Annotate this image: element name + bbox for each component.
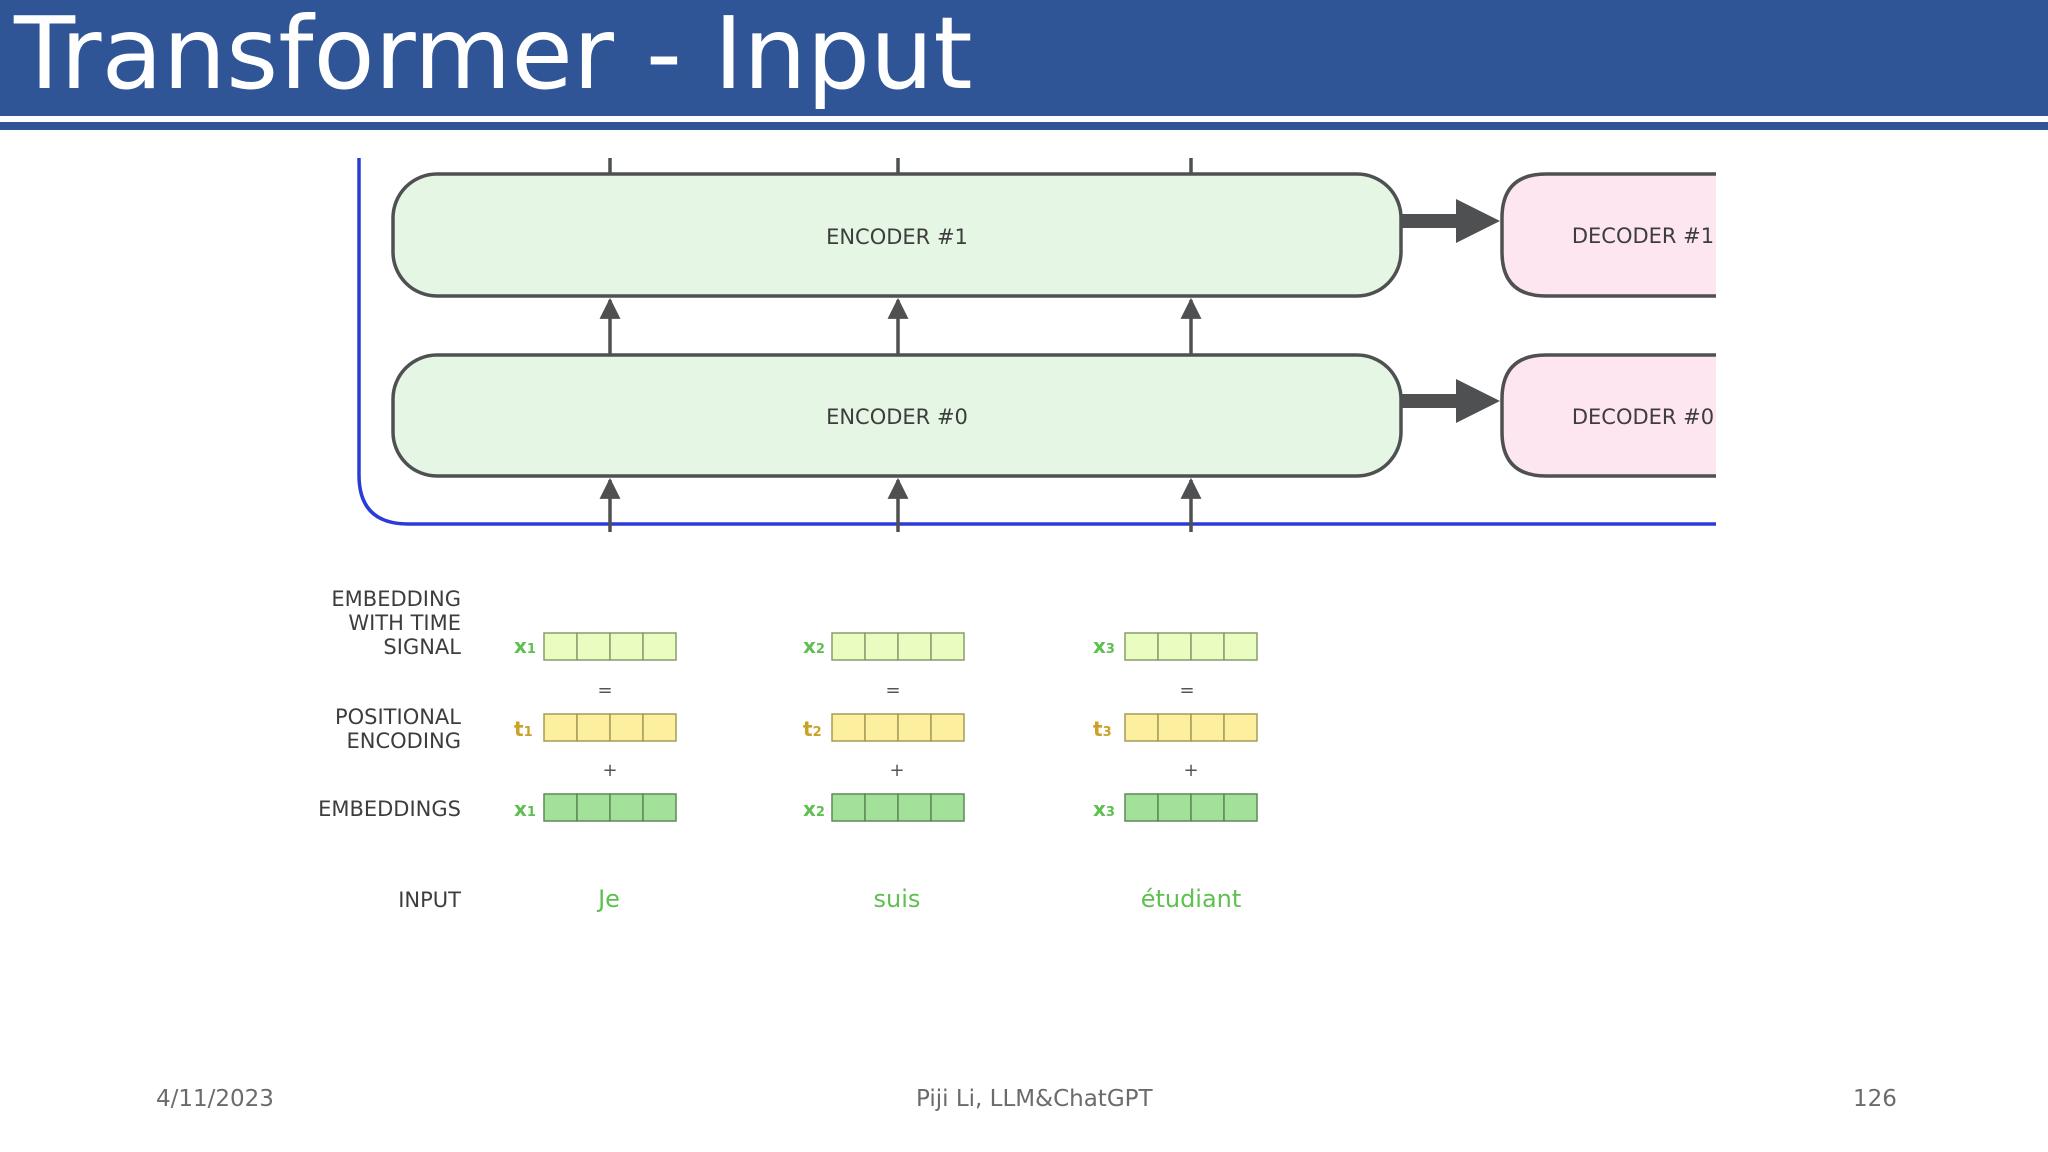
row-label-positional-1: POSITIONAL <box>335 705 461 729</box>
plus-sign-3: + <box>1183 760 1198 781</box>
row-label-embeddings: EMBEDDINGS <box>318 797 461 821</box>
time-signal-var-1: x1 <box>514 634 536 658</box>
row-label-time-signal-3: SIGNAL <box>383 635 461 659</box>
positional-vector-2 <box>831 713 965 742</box>
encoder-to-decoder-arrow-1 <box>1401 199 1500 243</box>
title-rule-white <box>0 116 2048 122</box>
row-label-positional-2: ENCODING <box>346 729 461 753</box>
embedding-var-3: x3 <box>1093 797 1115 821</box>
plus-sign-1: + <box>602 760 617 781</box>
positional-vector-3 <box>1124 713 1258 742</box>
footer-page-number: 126 <box>1853 1086 1897 1112</box>
embedding-vector-2 <box>831 793 965 822</box>
token-column-3: x3 = t3 + x3 étudiant <box>1093 632 1258 913</box>
decoder-1-label: DECODER #1 <box>1572 224 1714 248</box>
decoder-1-box <box>1500 172 1716 298</box>
time-signal-vector-3 <box>1124 632 1258 661</box>
positional-var-2: t2 <box>803 717 822 741</box>
token-column-1: x1 = t1 + x1 Je <box>514 632 677 913</box>
footer-author: Piji Li, LLM&ChatGPT <box>916 1086 1153 1112</box>
embedding-vector-1 <box>543 793 677 822</box>
title-rule-blue <box>0 122 2048 130</box>
positional-var-3: t3 <box>1093 717 1112 741</box>
slide-title: Transformer - Input <box>14 0 973 112</box>
row-label-input: INPUT <box>398 888 461 912</box>
encoder-between-arrows <box>599 297 1202 354</box>
row-label-time-signal-1: EMBEDDING <box>331 587 461 611</box>
input-word-2: suis <box>874 885 921 913</box>
decoder-0-label: DECODER #0 <box>1572 405 1714 429</box>
positional-vector-1 <box>543 713 677 742</box>
time-signal-var-3: x3 <box>1093 634 1115 658</box>
input-word-3: étudiant <box>1141 885 1242 913</box>
row-label-time-signal-2: WITH TIME <box>348 611 461 635</box>
equals-sign-2: = <box>885 680 900 701</box>
encoder-stack-bracket <box>357 158 1716 526</box>
title-bar: Transformer - Input <box>0 0 2048 116</box>
encoder-0-label: ENCODER #0 <box>826 405 968 429</box>
decoder-0-box <box>1500 353 1716 478</box>
time-signal-vector-2 <box>831 632 965 661</box>
encoder-1-label: ENCODER #1 <box>826 225 968 249</box>
equals-sign-3: = <box>1179 680 1194 701</box>
footer-date: 4/11/2023 <box>156 1086 274 1112</box>
encoder-to-decoder-arrow-0 <box>1401 379 1500 423</box>
plus-sign-2: + <box>889 760 904 781</box>
encoder-0-box <box>391 353 1403 478</box>
equals-sign-1: = <box>597 680 612 701</box>
encoder-top-stubs <box>608 158 1193 174</box>
embedding-var-1: x1 <box>514 797 536 821</box>
positional-var-1: t1 <box>514 717 533 741</box>
input-word-1: Je <box>596 885 620 913</box>
time-signal-vector-1 <box>543 632 677 661</box>
time-signal-var-2: x2 <box>803 634 825 658</box>
encoder-input-arrows <box>599 477 1202 532</box>
encoder-1-box <box>391 172 1403 298</box>
embedding-vector-3 <box>1124 793 1258 822</box>
embedding-var-2: x2 <box>803 797 825 821</box>
token-column-2: x2 = t2 + x2 suis <box>803 632 965 913</box>
